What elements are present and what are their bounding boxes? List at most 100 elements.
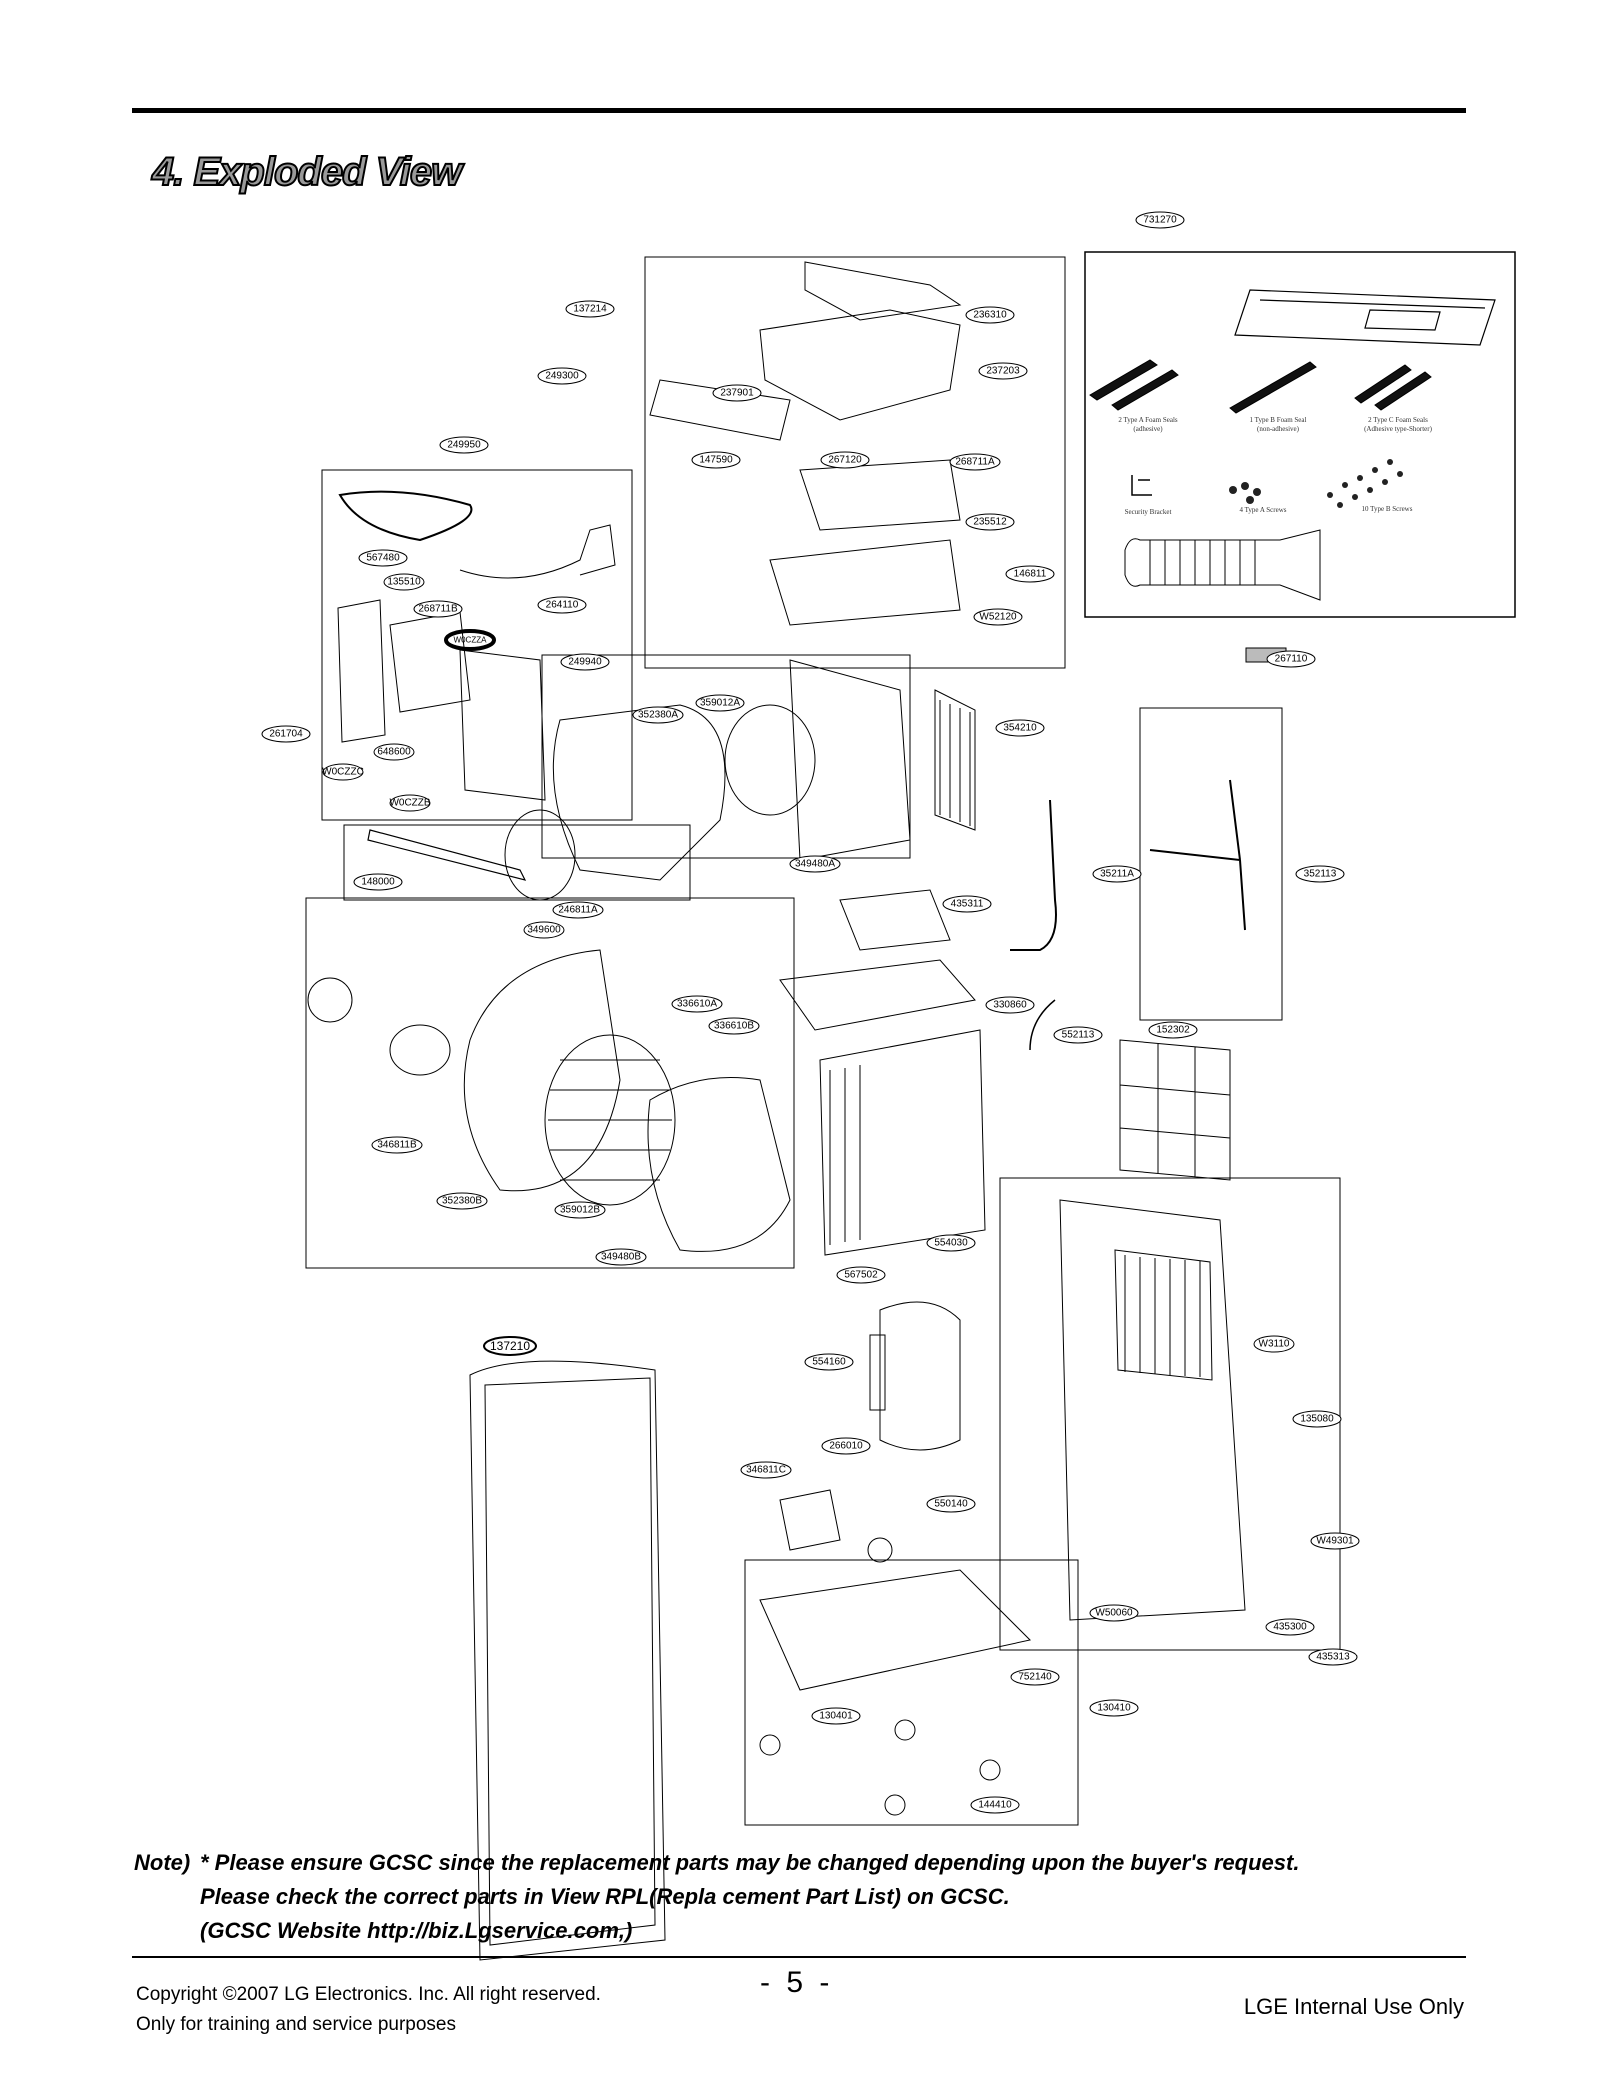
label-w50060: W50060 [1095,1608,1133,1619]
label-w0czza: W0CZZA [454,636,488,645]
air-filter-152302 [1119,1039,1231,1181]
label-336610B: 336610B [714,1021,754,1032]
note-line-3: (GCSC Website http://biz.Lgservice.com,) [200,1918,633,1943]
electrical-box-group-outline [321,469,633,821]
drain-tray-upper [799,459,961,531]
label-359012B: 359012B [560,1205,600,1216]
exhaust-hose-drawing [1124,529,1321,601]
motor-ring-246811A [504,809,576,901]
label-752140: 752140 [1018,1672,1052,1683]
label-246811A: 246811A [558,905,598,916]
thermistor-552113 [1029,999,1056,1051]
refrigerant-pipe-35211A [1010,799,1057,951]
label-435300: 435300 [1273,1622,1307,1633]
caster-4 [979,1759,1001,1781]
compressor-554160 [879,1301,961,1451]
label-567480: 567480 [366,553,400,564]
label-268711A: 268711A [955,457,995,468]
label-352380B: 352380B [442,1196,482,1207]
blower-wheel-fins [548,1059,672,1181]
wire-harness-567480 [338,490,473,542]
mid-blower-group-outline [343,824,691,901]
top-rule [132,108,1466,113]
electrical-box-135510 [337,599,386,743]
page-heading: 4. Exploded View [151,149,463,195]
page-number: - 5 - [760,1966,834,1999]
fan-shroud-349480B [647,1077,791,1252]
caption-seal-c: 2 Type C Foam Seals [1368,416,1428,424]
foam-seal-c-drawing [1354,364,1432,411]
caster-1 [759,1734,781,1756]
label-352113: 352113 [1304,869,1337,880]
label-352380A: 352380A [638,710,678,721]
label-144410: 144410 [978,1800,1012,1811]
bottom-rule [132,1956,1466,1958]
evaporator-fins [939,700,971,826]
label-w49301: W49301 [1316,1536,1354,1547]
label-237203: 237203 [986,366,1020,377]
label-354210: 354210 [1003,723,1037,734]
control-panel-group-outline [644,256,1066,669]
fan-shroud-349480A [789,659,911,861]
label-346811B: 346811B [377,1140,417,1151]
label-266010: 266010 [829,1441,863,1452]
label-w3110: W3110 [1259,1339,1290,1350]
control-panel-cover [804,261,962,321]
drain-pan-336610A [779,959,976,1031]
label-554030: 554030 [934,1238,968,1249]
label-249940: 249940 [568,657,602,668]
label-359012A: 359012A [700,698,740,709]
label-137214: 137214 [573,304,607,315]
impeller [867,1537,893,1563]
blower-wheel-359012A [724,704,816,816]
caster-3 [884,1794,906,1816]
accessory-captions: 2 Type A Foam Seals (adhesive) 1 Type B … [1118,416,1432,516]
label-267110: 267110 [1275,654,1308,665]
caption-seal-b-sub: (non-adhesive) [1257,425,1300,433]
label-135510: 135510 [387,577,421,588]
label-152302: 152302 [1156,1025,1190,1036]
accessory-kit-box [1084,251,1516,618]
blower-wheel-359012B [544,1034,676,1206]
upper-blower-group-outline [541,654,911,859]
label-267120: 267120 [828,455,862,466]
caption-seal-c-sub: (Adhesive type-Shorter) [1364,425,1433,433]
label-552113: 552113 [1062,1030,1095,1041]
caption-screws-a: 4 Type A Screws [1239,506,1286,514]
label-336610A: 336610A [677,999,717,1010]
front-cabinet-inner [484,1377,656,1946]
label-249950: 249950 [447,440,481,451]
label-264110: 264110 [546,600,579,611]
label-435311: 435311 [951,899,984,910]
drain-pipe-148000 [367,829,527,881]
power-cord-264110 [459,524,616,579]
label-268711B: 268711B [418,604,458,615]
label-346811C: 346811C [746,1465,786,1476]
lower-blower-group-outline [305,897,795,1269]
label-731270: 731270 [1143,215,1177,226]
right-cabinet-group-outline [999,1177,1341,1651]
motor-mount-346811B [307,977,353,1023]
condenser-554030 [819,1029,986,1256]
control-panel-frame [759,309,961,421]
label-135080: 135080 [1300,1414,1334,1425]
label-648600: 648600 [377,747,411,758]
label-w0czzc: W0CZZC [322,767,364,778]
caption-bracket: Security Bracket [1125,508,1172,516]
control-box-249940 [459,649,546,801]
label-236310: 236310 [973,310,1007,321]
part-labels: 731270 137214 236310 237203 249300 23790… [269,215,1354,1811]
scroll-housing-352380B [463,949,621,1192]
label-130401: 130401 [819,1711,853,1722]
scroll-housing-352380A [552,704,726,881]
base-pan-130401 [759,1569,1032,1691]
w0czza-ring [444,629,496,651]
label-148000: 148000 [361,877,395,888]
label-550140: 550140 [934,1499,968,1510]
label-147590: 147590 [699,455,733,466]
fan-guard-435311 [839,889,951,951]
footer-left: Copyright ©2007 LG Electronics. Inc. All… [136,1980,601,2040]
note-tag: Note) [134,1850,191,1875]
